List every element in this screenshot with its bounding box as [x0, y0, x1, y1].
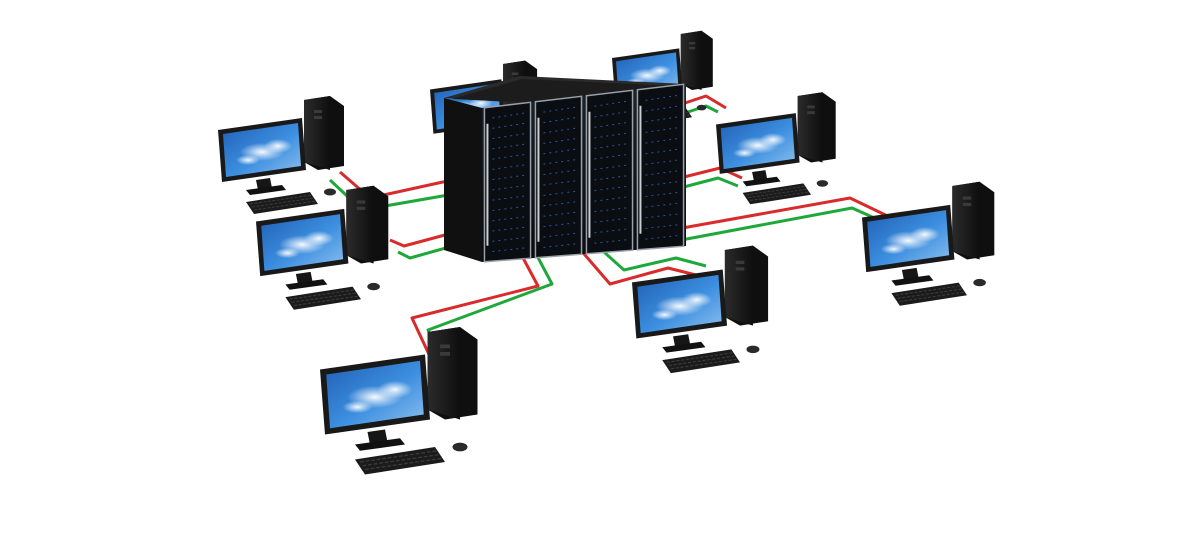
server-cabinets: [483, 83, 685, 263]
pc-tower: [346, 185, 389, 264]
red-cable: [389, 230, 457, 248]
server-cabinet: [636, 83, 685, 251]
mouse: [746, 345, 760, 354]
server-rack-front: [482, 84, 686, 262]
monitor: [320, 354, 430, 451]
desktop-computer-icon: [218, 96, 344, 214]
server-cabinet: [534, 95, 583, 259]
monitor: [218, 118, 306, 195]
mouse: [367, 282, 380, 291]
monitor: [716, 113, 800, 187]
keyboard: [246, 192, 318, 214]
keyboard: [285, 286, 361, 310]
server-rack-icon: [444, 76, 686, 263]
keyboard: [891, 282, 967, 306]
cable-pair-left-lower: [389, 230, 461, 260]
server-cabinet: [585, 89, 634, 255]
keyboard: [662, 349, 740, 374]
desktop-computer-icon: [862, 181, 995, 306]
cable-pair-top-right: [681, 94, 727, 116]
pc-tower: [952, 181, 995, 260]
desktop-computer-icon: [256, 185, 389, 310]
green-cable: [397, 242, 461, 260]
pc-tower: [427, 327, 478, 420]
red-cable: [410, 255, 540, 379]
pc-tower: [797, 92, 836, 163]
desktop-computer-icon: [632, 245, 769, 374]
mouse: [816, 180, 829, 187]
monitor: [632, 269, 728, 353]
mouse: [696, 104, 707, 111]
workstation-group: [218, 30, 995, 475]
mouse: [324, 188, 336, 196]
green-cable: [679, 176, 739, 190]
desktop-computer-icon: [320, 327, 478, 475]
keyboard: [355, 447, 445, 475]
monitor: [256, 208, 349, 290]
desktop-computer-icon: [716, 92, 836, 205]
mouse: [452, 442, 468, 452]
monitor: [862, 204, 955, 286]
red-cable: [570, 239, 701, 286]
server-cabinet: [483, 101, 532, 263]
red-cable: [681, 94, 727, 110]
server-rack-side: [444, 98, 482, 262]
pc-tower: [680, 30, 713, 90]
pc-tower: [724, 245, 769, 326]
pc-tower: [304, 96, 344, 170]
keyboard: [742, 183, 811, 205]
green-cable: [681, 104, 719, 116]
mouse: [973, 278, 986, 287]
